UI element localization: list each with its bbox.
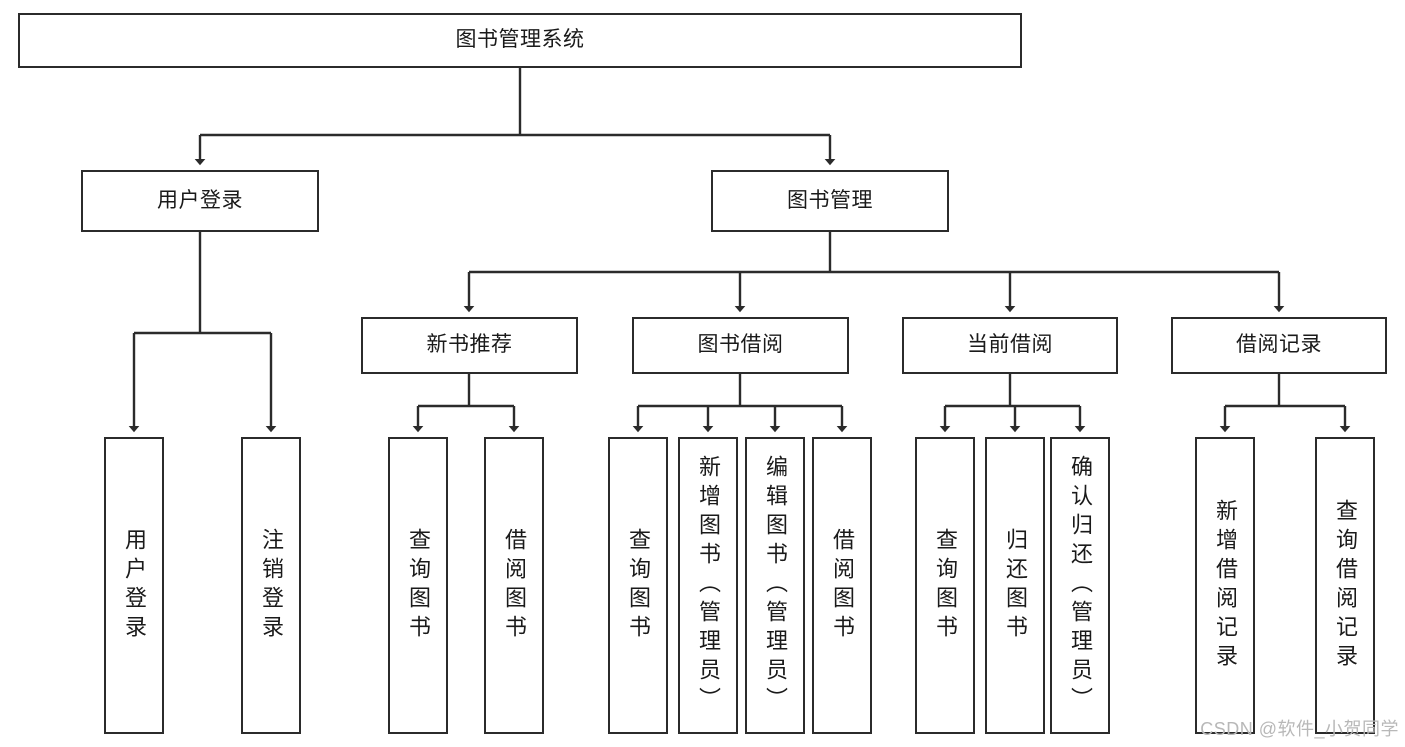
node-root-system[interactable]: 图书管理系统 (18, 13, 1022, 68)
node-leaf-edit-book[interactable]: 编辑图书（管理员） (745, 437, 805, 734)
node-book-borrow[interactable]: 图书借阅 (632, 317, 849, 374)
node-label: 编辑图书（管理员） (763, 455, 788, 716)
node-leaf-add-record[interactable]: 新增借阅记录 (1195, 437, 1255, 734)
node-borrow-record[interactable]: 借阅记录 (1171, 317, 1387, 374)
node-leaf-query-book-1[interactable]: 查询图书 (388, 437, 448, 734)
node-label: 归还图书 (1003, 527, 1028, 644)
node-label: 图书管理 (787, 188, 873, 212)
node-label: 借阅图书 (502, 527, 527, 644)
node-leaf-confirm-return[interactable]: 确认归还（管理员） (1050, 437, 1110, 734)
node-label: 图书管理系统 (455, 28, 585, 52)
node-leaf-user-logout[interactable]: 注销登录 (241, 437, 301, 734)
node-label: 借阅图书 (830, 527, 855, 644)
node-label: 查询图书 (626, 527, 651, 644)
node-label: 借阅记录 (1236, 333, 1322, 357)
node-label: 查询图书 (933, 527, 958, 644)
node-leaf-borrow-book-2[interactable]: 借阅图书 (812, 437, 872, 734)
node-leaf-query-book-2[interactable]: 查询图书 (608, 437, 668, 734)
watermark-text: CSDN @软件_小贺同学 (1200, 719, 1399, 739)
node-leaf-user-login[interactable]: 用户登录 (104, 437, 164, 734)
node-leaf-query-record[interactable]: 查询借阅记录 (1315, 437, 1375, 734)
node-leaf-borrow-book-1[interactable]: 借阅图书 (484, 437, 544, 734)
node-user-login[interactable]: 用户登录 (81, 170, 319, 232)
node-label: 查询图书 (406, 527, 431, 644)
node-label: 新书推荐 (426, 333, 513, 357)
node-label: 新增借阅记录 (1213, 498, 1238, 673)
node-leaf-add-book[interactable]: 新增图书（管理员） (678, 437, 738, 734)
node-label: 用户登录 (122, 527, 147, 644)
node-label: 用户登录 (157, 188, 243, 212)
node-label: 注销登录 (259, 527, 284, 644)
node-label: 新增图书（管理员） (696, 455, 721, 716)
node-book-manage[interactable]: 图书管理 (711, 170, 949, 232)
node-label: 确认归还（管理员） (1068, 455, 1093, 716)
node-label: 查询借阅记录 (1333, 498, 1358, 673)
node-label: 当前借阅 (967, 333, 1053, 357)
node-current-borrow[interactable]: 当前借阅 (902, 317, 1118, 374)
node-leaf-query-book-3[interactable]: 查询图书 (915, 437, 975, 734)
node-label: 图书借阅 (697, 333, 784, 357)
node-leaf-return-book[interactable]: 归还图书 (985, 437, 1045, 734)
node-new-book-recommend[interactable]: 新书推荐 (361, 317, 578, 374)
